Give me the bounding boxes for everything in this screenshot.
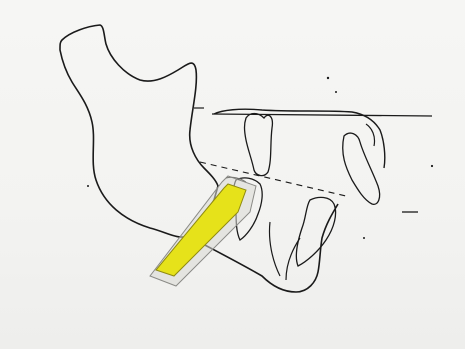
reference-dot xyxy=(431,165,433,167)
reference-dot xyxy=(87,185,89,187)
lower-incisor-tooth xyxy=(296,197,335,266)
reference-dot xyxy=(327,77,329,79)
mandible-outline xyxy=(60,25,218,237)
upper-reference-line xyxy=(212,114,432,116)
lower-tooth-root-2 xyxy=(269,222,280,276)
reference-dot xyxy=(335,91,337,93)
upper-tooth-fragment xyxy=(366,124,375,146)
upper-molar-tooth xyxy=(245,114,273,176)
reference-dot xyxy=(363,237,365,239)
